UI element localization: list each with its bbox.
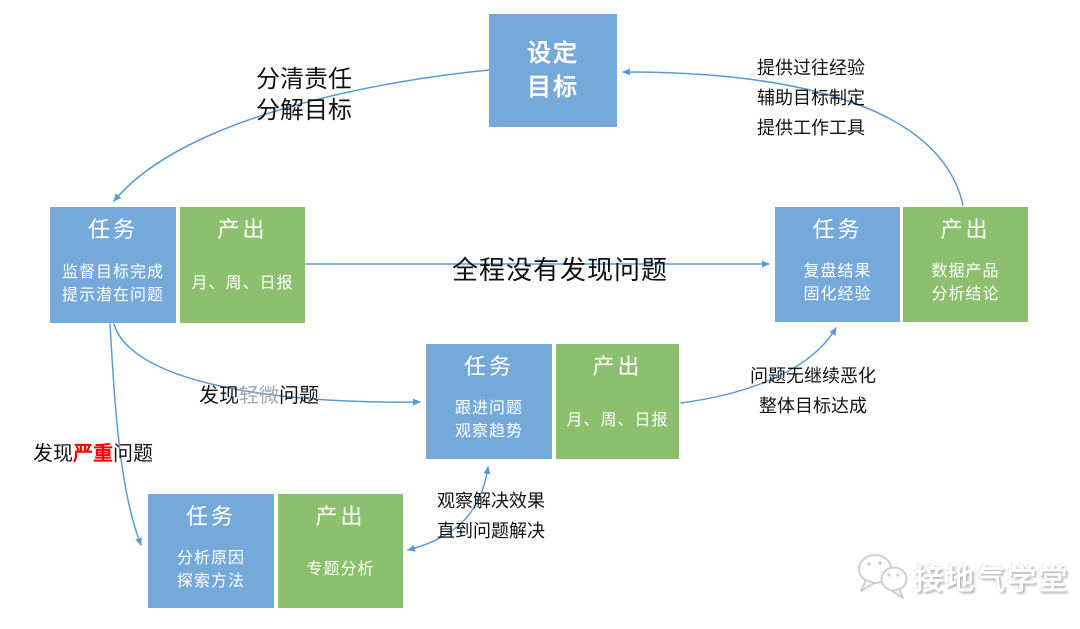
watermark: 接地气学堂	[856, 552, 1069, 602]
severe-emphasis: 严重	[73, 443, 113, 465]
monitor-output-header: 产出	[217, 217, 268, 242]
annotation-right-ok-line: 整体目标达成	[759, 396, 867, 416]
goal-box: 设定 目标	[489, 14, 617, 127]
monitor-task-line: 提示潜在问题	[61, 286, 164, 304]
annotation-observe-line: 直到问题解决	[437, 521, 545, 541]
annotation-right-ok: 问题无继续恶化 整体目标达成	[750, 361, 876, 421]
minor-suffix: 问题	[279, 385, 319, 407]
followup-output-box: 产出 月、周、日报	[556, 344, 679, 459]
analyze-task-body: 分析原因 探索方法	[177, 531, 245, 608]
annotation-observe: 观察解决效果 直到问题解决	[437, 486, 545, 546]
goal-line: 目标	[527, 73, 579, 101]
severe-prefix: 发现	[33, 443, 73, 465]
analyze-task-line: 探索方法	[176, 572, 245, 590]
annotation-right-ok-line: 问题无继续恶化	[750, 366, 876, 386]
review-task-body: 复盘结果 固化经验	[803, 244, 871, 322]
followup-task-box: 任务 跟进问题 观察趋势	[426, 344, 552, 459]
annotation-top-right: 提供过往经验 辅助目标制定 提供工作工具	[757, 53, 865, 143]
followup-output-line: 月、周、日报	[566, 411, 669, 429]
minor-emphasis: 轻微	[239, 385, 279, 407]
annotation-minor-problem: 发现轻微问题	[199, 379, 319, 408]
annotation-no-problem: 全程没有发现问题	[452, 255, 669, 285]
followup-task-line: 观察趋势	[454, 423, 523, 440]
annotation-observe-line: 观察解决效果	[437, 491, 545, 511]
followup-task-line: 跟进问题	[454, 400, 523, 417]
monitor-task-line: 监督目标完成	[61, 263, 164, 281]
analyze-task-line: 分析原因	[176, 549, 245, 567]
review-output-body: 数据产品 分析结论	[931, 244, 999, 322]
review-output-line: 分析结论	[931, 286, 1000, 303]
arrow-goal-to-monitor	[113, 69, 490, 202]
annotation-severe-problem: 发现严重问题	[33, 437, 153, 466]
watermark-text: 接地气学堂	[914, 564, 1070, 596]
followup-task-body: 跟进问题 观察趋势	[455, 381, 523, 459]
arrow-followup-to-review	[680, 327, 837, 404]
review-output-header: 产出	[940, 217, 991, 242]
annotation-top-right-line: 提供过往经验	[757, 58, 865, 78]
wechat-bubbles-icon	[858, 554, 908, 599]
monitor-output-line: 月、周、日报	[191, 275, 294, 292]
review-task-box: 任务 复盘结果 固化经验	[775, 207, 900, 322]
goal-line: 设定	[527, 39, 579, 67]
review-task-header: 任务	[812, 217, 863, 242]
followup-task-header: 任务	[463, 354, 514, 379]
arrow-monitor-to-analyze	[109, 323, 142, 546]
arrow-monitor-to-followup	[113, 323, 421, 406]
annotation-top-left: 分清责任 分解目标	[256, 64, 352, 126]
arrow-analyze-followup-bidirectional	[407, 466, 491, 552]
monitor-task-box: 任务 监督目标完成 提示潜在问题	[50, 207, 176, 323]
review-output-box: 产出 数据产品 分析结论	[903, 207, 1028, 322]
monitor-task-body: 监督目标完成 提示潜在问题	[62, 244, 164, 323]
annotation-top-right-line: 辅助目标制定	[757, 88, 865, 108]
monitor-task-header: 任务	[87, 217, 138, 242]
annotation-top-right-line: 提供工作工具	[757, 118, 865, 138]
review-task-line: 复盘结果	[803, 263, 872, 280]
followup-output-header: 产出	[592, 354, 643, 379]
review-output-line: 数据产品	[931, 263, 1000, 280]
annotation-top-left-line: 分解目标	[256, 97, 352, 124]
followup-output-body: 月、周、日报	[566, 381, 668, 459]
analyze-task-header: 任务	[185, 504, 236, 529]
annotation-top-left-line: 分清责任	[256, 66, 352, 93]
arrow-review-output-to-goal	[622, 68, 964, 206]
analyze-output-header: 产出	[315, 504, 366, 529]
minor-prefix: 发现	[199, 385, 239, 407]
analyze-task-box: 任务 分析原因 探索方法	[148, 494, 274, 608]
monitor-output-box: 产出 月、周、日报	[180, 207, 305, 323]
severe-suffix: 问题	[113, 443, 153, 465]
analyze-output-box: 产出 专题分析	[278, 494, 403, 608]
analyze-output-body: 专题分析	[306, 531, 374, 608]
monitor-output-body: 月、周、日报	[191, 244, 293, 323]
review-task-line: 固化经验	[803, 286, 872, 303]
analyze-output-line: 专题分析	[306, 561, 375, 578]
